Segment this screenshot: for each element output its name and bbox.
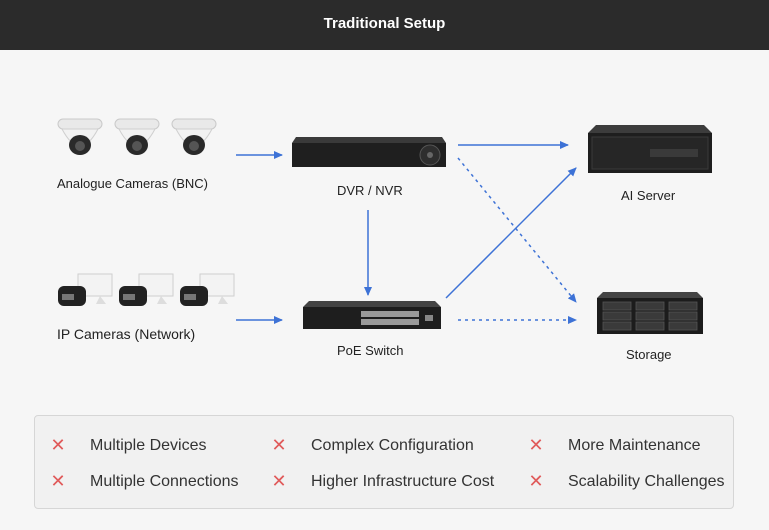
drawback-label: Multiple Connections: [90, 472, 239, 490]
cross-icon: ✕: [50, 471, 66, 491]
header-bar: Traditional Setup: [0, 0, 769, 50]
analogue-cameras-icon: [57, 118, 217, 155]
dvr-nvr-label: DVR / NVR: [337, 183, 403, 198]
drawback-label: Scalability Challenges: [568, 472, 725, 490]
drawback-label: Complex Configuration: [311, 436, 474, 454]
cross-icon: ✕: [271, 435, 287, 455]
cross-icon: ✕: [271, 471, 287, 491]
ai-server-label: AI Server: [621, 188, 676, 203]
cross-icon: ✕: [528, 435, 544, 455]
drawback-label: More Maintenance: [568, 436, 701, 454]
ai-server-icon: [588, 125, 712, 173]
ip-cameras-label: IP Cameras (Network): [57, 326, 196, 342]
drawback-item: ✕ Higher Infrastructure Cost: [268, 471, 494, 492]
poe-switch-icon: [303, 301, 441, 329]
storage-icon: [597, 292, 703, 334]
drawback-item: ✕ Complex Configuration: [268, 435, 474, 456]
drawback-item: ✕ Multiple Connections: [47, 471, 239, 492]
arrow-poe-to-ai: [445, 167, 577, 299]
storage-label: Storage: [626, 347, 672, 362]
drawback-label: Multiple Devices: [90, 436, 207, 454]
arrow-dvr-to-storage: [457, 157, 577, 303]
drawback-label: Higher Infrastructure Cost: [311, 472, 495, 490]
drawbacks-panel: ✕ Multiple Devices ✕ Complex Configurati…: [34, 415, 734, 509]
drawback-item: ✕ More Maintenance: [525, 435, 701, 456]
drawback-item: ✕ Multiple Devices: [47, 435, 206, 456]
cross-icon: ✕: [50, 435, 66, 455]
dvr-nvr-icon: [292, 137, 446, 167]
analogue-cameras-label: Analogue Cameras (BNC): [57, 176, 209, 191]
poe-switch-label: PoE Switch: [337, 343, 404, 358]
ip-cameras-icon: [58, 273, 235, 306]
drawback-item: ✕ Scalability Challenges: [525, 471, 725, 492]
cross-icon: ✕: [528, 471, 544, 491]
page-title: Traditional Setup: [323, 15, 446, 32]
